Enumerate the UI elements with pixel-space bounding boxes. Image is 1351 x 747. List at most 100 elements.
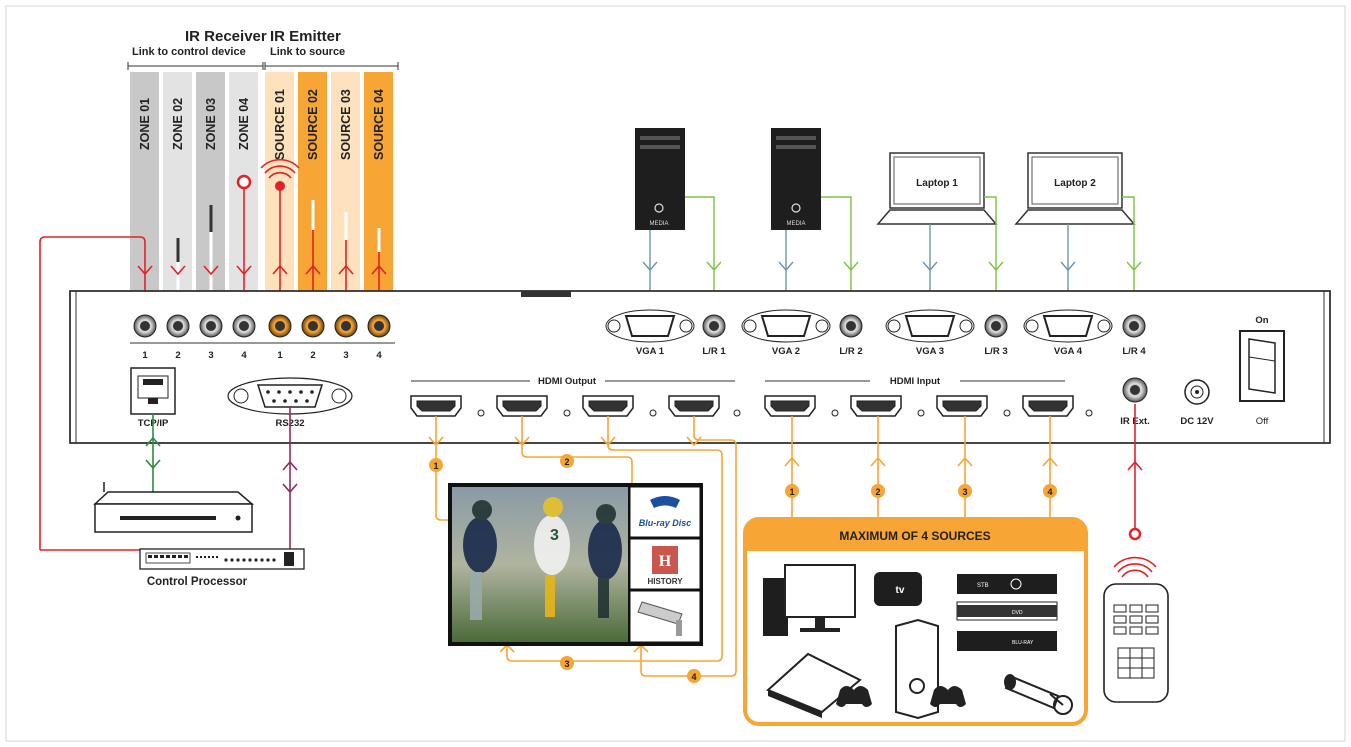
svg-text:VGA 1: VGA 1 (636, 346, 665, 357)
audio-port-1: L/R 1 (702, 314, 726, 357)
ir-sensor-icon (236, 174, 252, 190)
audio-port-2: L/R 2 (839, 314, 863, 357)
svg-text:2: 2 (564, 457, 569, 467)
svg-text:DVD: DVD (1012, 610, 1023, 616)
source-label-3: SOURCE 03 (339, 89, 353, 160)
svg-text:2: 2 (875, 487, 880, 497)
set-top-box-icon: STB (957, 574, 1057, 594)
hdmi-in-port-4 (1022, 395, 1093, 417)
zone-label-3: ZONE 03 (204, 98, 218, 150)
ir-port-num-2: 2 (175, 350, 180, 361)
pc-monitor-icon (763, 564, 856, 636)
ir-emitter-icon (275, 181, 285, 191)
laptop-2: Laptop 2 (1014, 152, 1136, 225)
media-pc-1: MEDIA (635, 128, 685, 230)
svg-text:3: 3 (962, 487, 967, 497)
cctv-camera-icon (1004, 674, 1073, 715)
svg-text:L/R 2: L/R 2 (839, 346, 862, 357)
svg-text:DC 12V: DC 12V (1180, 416, 1214, 427)
tile-history: HISTORY (647, 577, 683, 586)
hdmi-out-port-1 (410, 395, 485, 417)
frame-border (5, 5, 1346, 742)
source-label-1: SOURCE 01 (273, 89, 287, 160)
hdmi-input-label: HDMI Input (890, 376, 941, 387)
svg-text:L/R 4: L/R 4 (1122, 346, 1146, 357)
apple-tv-icon: tv (874, 572, 922, 606)
sources-box: MAXIMUM OF 4 SOURCES tv STB DVD BLU (743, 517, 1088, 726)
vga-port-4: VGA 4 (1023, 309, 1113, 357)
ir-port-num-8: 4 (376, 350, 382, 361)
hdmi-out-port-2 (496, 395, 571, 417)
matrix-rear-panel (69, 290, 1331, 444)
svg-text:4: 4 (691, 672, 696, 682)
svg-text:tv: tv (896, 585, 905, 596)
source-label-2: SOURCE 02 (306, 89, 320, 160)
ir-receiver-subtitle: Link to control device (132, 46, 246, 58)
pc-2-label: MEDIA (786, 221, 805, 227)
laptop-1-label: Laptop 1 (916, 178, 958, 189)
ir-jacks (133, 314, 391, 338)
power-switch: On Off (1239, 315, 1285, 427)
ir-emitter-subtitle: Link to source (270, 46, 345, 58)
hdmi-in-port-1 (764, 395, 839, 417)
ir-port-num-7: 3 (343, 350, 348, 361)
dvd-player-icon: DVD (956, 601, 1058, 621)
tv-display: 3 Blu-ray Disc H HISTORY (448, 483, 703, 646)
svg-text:L/R 1: L/R 1 (702, 346, 726, 357)
laptop-2-label: Laptop 2 (1054, 178, 1096, 189)
hdmi-output-label: HDMI Output (538, 376, 597, 387)
ir-eye-icon (1128, 527, 1142, 541)
sources-box-title: MAXIMUM OF 4 SOURCES (839, 529, 990, 543)
svg-text:VGA 3: VGA 3 (916, 346, 944, 357)
hdmi-in-port-3 (936, 395, 1011, 417)
router-icon (93, 482, 255, 533)
zone-label-2: ZONE 02 (171, 98, 185, 150)
ir-receiver-title: IR Receiver (185, 28, 267, 45)
xbox-icon (895, 618, 966, 720)
input-badges: 1 2 3 4 (785, 484, 1057, 498)
remote-control-icon (1103, 583, 1169, 703)
svg-text:VGA 4: VGA 4 (1054, 346, 1083, 357)
dc-power-port: DC 12V (1180, 379, 1214, 427)
output-badges: 1 2 3 4 (429, 454, 701, 683)
ir-signal-icon (260, 159, 300, 179)
vga-port-1: VGA 1 (605, 309, 695, 357)
bluray-player-icon: BLU-RAY (957, 631, 1057, 651)
svg-text:1: 1 (433, 461, 438, 471)
zone-label-4: ZONE 04 (237, 98, 251, 150)
ir-port-num-1: 1 (142, 350, 148, 361)
ir-port-num-3: 3 (208, 350, 213, 361)
control-processor-icon: Control Processor (40, 548, 305, 588)
vga-port-2: VGA 2 (741, 309, 831, 357)
hdmi-out-port-4 (668, 395, 741, 417)
ir-emitter-title: IR Emitter (270, 28, 341, 45)
cctv-tile-icon (637, 601, 683, 636)
ir-port-num-4: 4 (241, 350, 247, 361)
control-processor-label: Control Processor (147, 576, 248, 588)
svg-text:VGA 2: VGA 2 (772, 346, 800, 357)
svg-text:On: On (1255, 315, 1268, 326)
pc-1-label: MEDIA (649, 221, 668, 227)
zone-label-1: ZONE 01 (138, 98, 152, 150)
ir-port-num-6: 2 (310, 350, 315, 361)
ir-port-num-5: 1 (277, 350, 283, 361)
audio-port-4: L/R 4 (1122, 314, 1146, 357)
hdmi-in-port-2 (850, 395, 925, 417)
vga-port-3: VGA 3 (885, 309, 975, 357)
svg-text:3: 3 (564, 659, 569, 669)
source-label-4: SOURCE 04 (372, 89, 386, 160)
audio-port-3: L/R 3 (984, 314, 1008, 357)
svg-text:Off: Off (1256, 416, 1269, 427)
svg-text:3: 3 (550, 527, 559, 544)
svg-text:BLU-RAY: BLU-RAY (1012, 640, 1034, 646)
media-pc-2: MEDIA (771, 128, 821, 230)
game-console-icon (766, 652, 872, 718)
svg-text:STB: STB (977, 583, 989, 589)
laptop-1: Laptop 1 (876, 152, 998, 225)
svg-text:H: H (659, 553, 672, 570)
svg-text:L/R 3: L/R 3 (984, 346, 1007, 357)
tile-bluray: Blu-ray Disc (639, 518, 692, 528)
svg-text:4: 4 (1047, 487, 1052, 497)
